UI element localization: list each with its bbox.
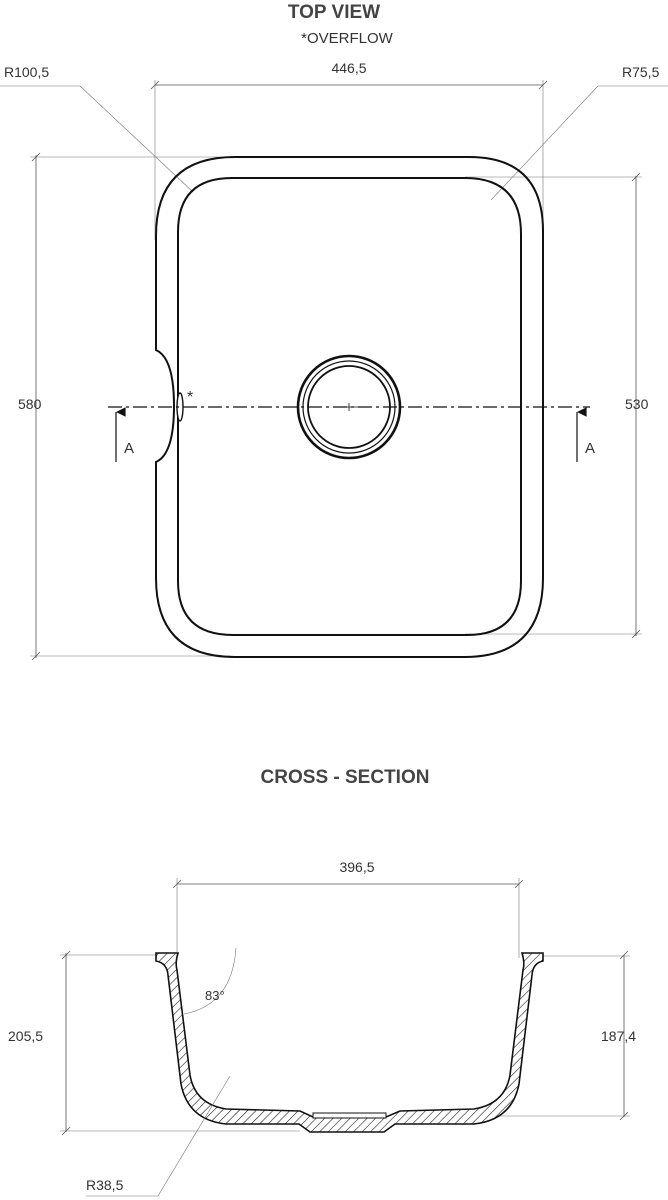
section-label-left: A <box>124 440 134 457</box>
section-label-right: A <box>585 440 595 457</box>
dimension-width-section: 396,5 <box>172 859 524 958</box>
section-height-right-label: 187,4 <box>601 1028 636 1044</box>
sink-section-body <box>155 952 544 1133</box>
height-outer-label: 580 <box>18 396 42 412</box>
section-arrow-right: A <box>576 407 595 462</box>
section-height-left-label: 205,5 <box>8 1028 43 1044</box>
dimension-height-section-left: 205,5 <box>8 950 300 1136</box>
section-arrow-left: A <box>115 407 134 462</box>
dimension-height-outer: 580 <box>18 152 230 661</box>
angle-label: 83° <box>205 988 225 1003</box>
section-radius-leader: R38,5 <box>86 1075 231 1197</box>
angle-indicator: 83° <box>183 947 237 1015</box>
height-inner-label: 530 <box>625 396 649 412</box>
overflow-marker: * <box>187 389 193 406</box>
radius-leader-left: R100,5 <box>0 64 194 193</box>
section-drain-opening <box>312 1112 387 1119</box>
radius-left-label: R100,5 <box>4 64 49 80</box>
section-width-label: 396,5 <box>339 859 374 875</box>
dimension-height-inner: 530 <box>465 172 649 639</box>
radius-right-label: R75,5 <box>622 64 660 80</box>
sink-inner-outline <box>177 177 522 636</box>
width-label-top: 446,5 <box>331 60 366 76</box>
top-view-title: TOP VIEW <box>288 2 380 23</box>
sink-outer-outline <box>155 156 544 658</box>
cross-section-title: CROSS - SECTION <box>261 767 430 788</box>
dimension-width-top: 446,5 <box>150 60 548 240</box>
section-radius-label: R38,5 <box>86 1177 124 1193</box>
overflow-note: *OVERFLOW <box>301 30 394 47</box>
radius-leader-right: R75,5 <box>490 64 668 201</box>
